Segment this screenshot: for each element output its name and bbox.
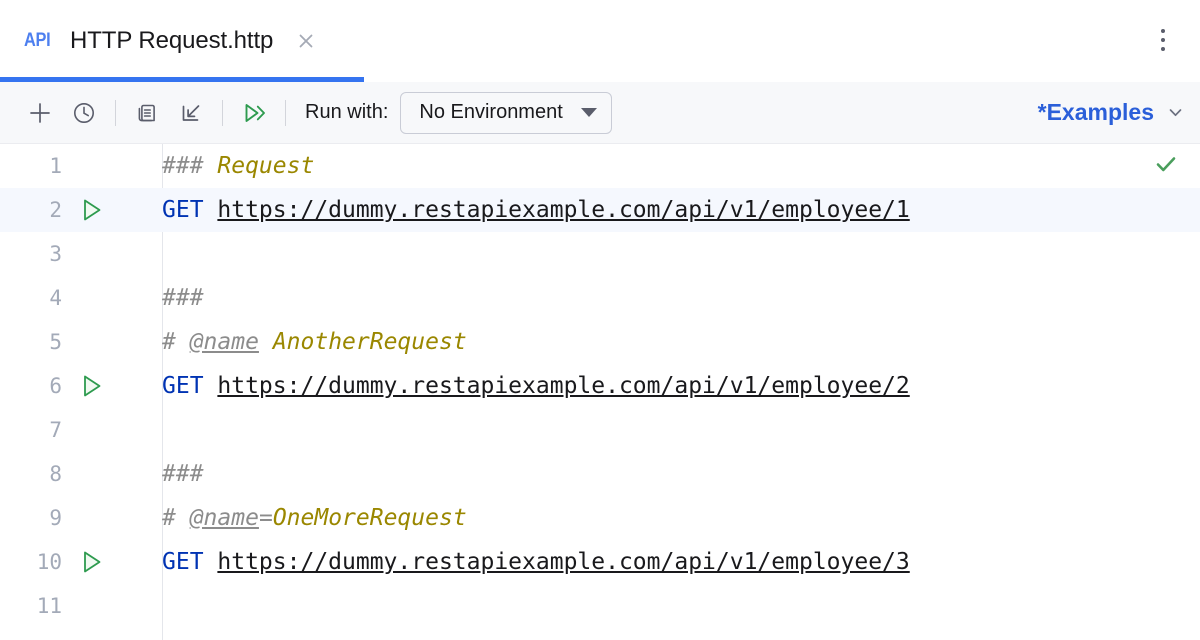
code-text: GET https://dummy.restapiexample.com/api… <box>162 373 910 399</box>
line-number: 8 <box>49 462 62 486</box>
editor-line[interactable]: 2 GET https://dummy.restapiexample.com/ap… <box>0 188 1200 232</box>
editor-line[interactable]: 9 # @name=OneMoreRequest <box>0 496 1200 540</box>
tab-bar: API HTTP Request.http <box>0 0 1200 82</box>
code-text: ### <box>162 461 204 487</box>
token-hash: ### <box>162 461 204 487</box>
token-method: GET <box>162 549 218 575</box>
code-text: GET https://dummy.restapiexample.com/api… <box>162 197 910 223</box>
line-number: 3 <box>49 242 62 266</box>
token-eq: = <box>258 505 273 531</box>
more-vertical-icon[interactable] <box>1148 18 1178 62</box>
editor-line[interactable]: 3 <box>0 232 1200 276</box>
editor-line[interactable]: 4 ### <box>0 276 1200 320</box>
token-url[interactable]: https://dummy.restapiexample.com/api/v1/… <box>217 197 910 223</box>
line-number: 11 <box>36 594 62 618</box>
code-text: # @name AnotherRequest <box>162 329 467 355</box>
editor-line[interactable]: 10 GET https://dummy.restapiexample.com/a… <box>0 540 1200 584</box>
chevron-down-icon <box>1167 104 1184 121</box>
line-number: 9 <box>49 506 62 530</box>
editor-tab-http-request[interactable]: API HTTP Request.http <box>0 0 337 82</box>
toolbar-separator-1 <box>115 99 116 126</box>
editor-line[interactable]: 11 <box>0 584 1200 628</box>
run-all-icon[interactable] <box>232 91 276 135</box>
token-url[interactable]: https://dummy.restapiexample.com/api/v1/… <box>217 373 910 399</box>
line-number: 10 <box>36 550 62 574</box>
token-hash: # <box>162 329 190 355</box>
editor-line[interactable]: 5 # @name AnotherRequest <box>0 320 1200 364</box>
token-name: OneMoreRequest <box>272 505 467 531</box>
toolbar-separator-2 <box>222 99 223 126</box>
gutter-divider <box>162 144 163 640</box>
clock-icon[interactable] <box>62 91 106 135</box>
editor-line[interactable]: 8 ### <box>0 452 1200 496</box>
examples-dropdown[interactable]: *Examples <box>1038 99 1184 126</box>
import-arrow-icon[interactable] <box>169 91 213 135</box>
token-name: AnotherRequest <box>272 329 467 355</box>
caret-down-icon <box>580 108 597 117</box>
token-name: Request <box>217 153 315 179</box>
line-number: 1 <box>49 154 62 178</box>
token-hash <box>259 329 273 355</box>
line-number: 7 <box>49 418 62 442</box>
run-request-icon[interactable] <box>62 549 162 575</box>
api-file-type-badge: API <box>24 30 51 51</box>
line-number: 4 <box>49 286 62 310</box>
token-hash: # <box>162 505 190 531</box>
token-hash: ### <box>162 153 218 179</box>
token-method: GET <box>162 373 218 399</box>
token-method: GET <box>162 197 218 223</box>
editor-line[interactable]: 1 ### Request <box>0 144 1200 188</box>
run-request-icon[interactable] <box>62 197 162 223</box>
code-text: # @name=OneMoreRequest <box>162 505 467 531</box>
tab-title: HTTP Request.http <box>70 27 274 54</box>
http-client-toolbar: Run with: No Environment *Examples <box>0 82 1200 144</box>
token-at: @name <box>189 505 259 531</box>
environment-select[interactable]: No Environment <box>400 91 612 134</box>
run-request-icon[interactable] <box>62 373 162 399</box>
editor-line[interactable]: 6 GET https://dummy.restapiexample.com/ap… <box>0 364 1200 408</box>
run-with-label: Run with: <box>305 101 389 123</box>
line-number: 2 <box>49 198 62 222</box>
active-tab-indicator <box>0 77 364 82</box>
token-at: @name <box>189 329 259 355</box>
code-text: ### Request <box>162 153 314 179</box>
documents-icon[interactable] <box>125 91 169 135</box>
close-icon[interactable] <box>293 28 319 54</box>
token-url[interactable]: https://dummy.restapiexample.com/api/v1/… <box>217 549 910 575</box>
editor-line[interactable]: 7 <box>0 408 1200 452</box>
line-number: 6 <box>49 374 62 398</box>
environment-value: No Environment <box>419 101 563 123</box>
plus-icon[interactable] <box>18 91 62 135</box>
code-text: ### <box>162 285 204 311</box>
code-text: GET https://dummy.restapiexample.com/api… <box>162 549 910 575</box>
line-number: 5 <box>49 330 62 354</box>
toolbar-separator-3 <box>285 99 286 126</box>
examples-label: *Examples <box>1037 99 1154 125</box>
checkmark-icon[interactable] <box>1152 150 1182 180</box>
token-hash: ### <box>162 285 204 311</box>
